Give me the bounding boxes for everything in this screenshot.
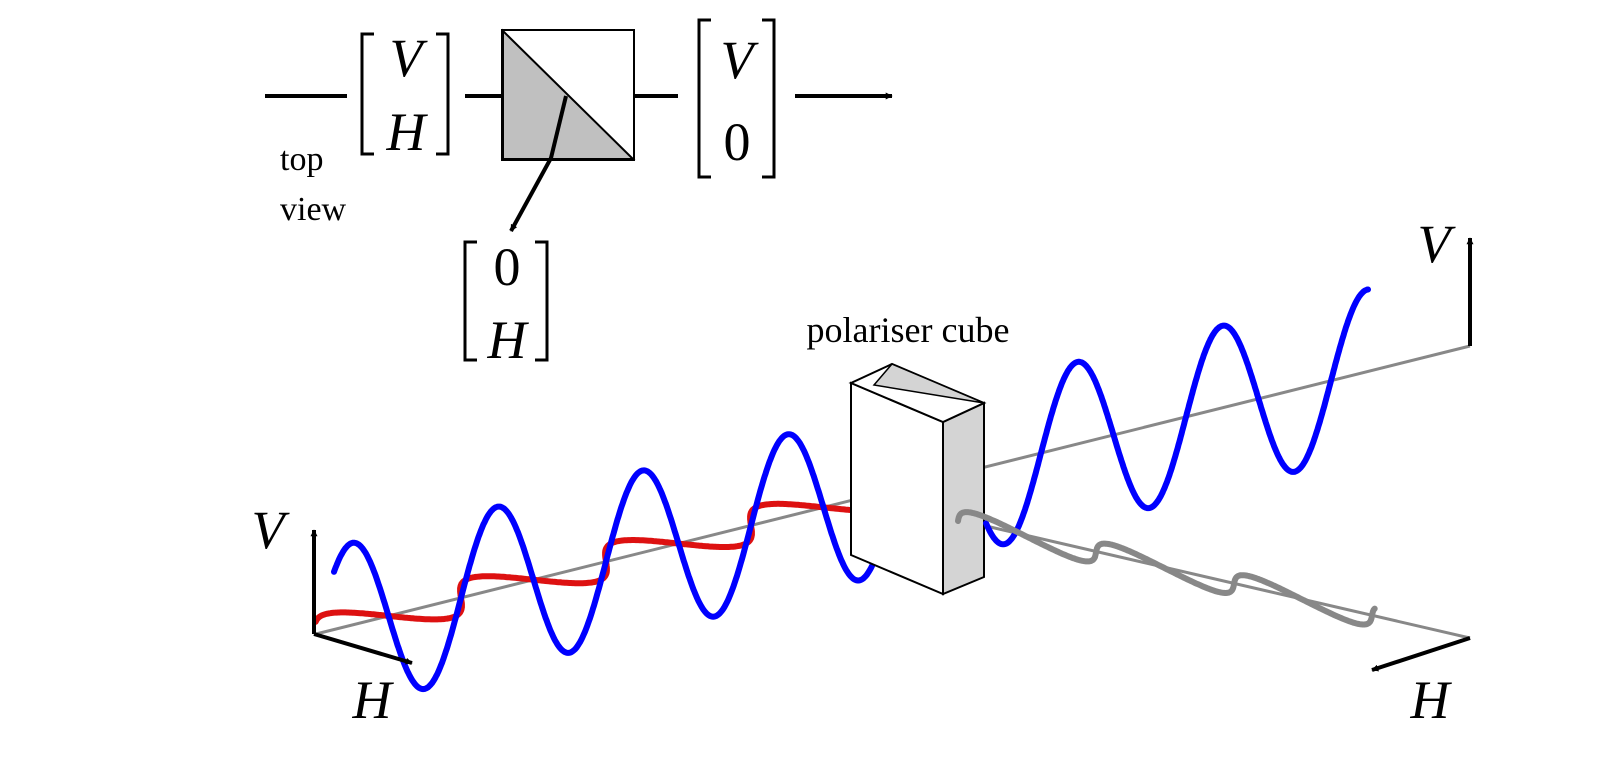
output-vector: V 0 xyxy=(697,18,776,179)
reflected-vector: 0 H xyxy=(463,237,549,370)
top-view-schematic: V H V 0 0 H top xyxy=(265,18,893,370)
input-vector-bottom: H xyxy=(386,102,429,162)
beam-splitter-topview xyxy=(501,28,636,161)
cube-side-face xyxy=(942,401,985,596)
polariser-cube-label: polariser cube xyxy=(807,310,1010,350)
left-axis-v-label: V xyxy=(252,500,291,560)
right-bracket xyxy=(535,240,549,362)
right-bracket xyxy=(436,32,450,156)
left-bracket xyxy=(697,18,711,179)
reflected-beam-axis xyxy=(959,518,1471,640)
splitter-shaded-half xyxy=(502,28,636,160)
output-vector-bottom: 0 xyxy=(724,112,751,172)
arrow-diagonal-icon xyxy=(1371,636,1471,672)
polariser-cube xyxy=(848,362,987,596)
reflected-beam-inside xyxy=(549,95,568,159)
right-axis-h-label: H xyxy=(1410,670,1453,730)
vertical-polarisation-wave-incoming xyxy=(331,431,909,693)
output-vector-top: V xyxy=(721,30,760,90)
perspective-view: polariser cube V H V H xyxy=(252,214,1474,730)
top-view-caption-line2: view xyxy=(280,191,347,228)
left-axis-h-label: H xyxy=(352,670,395,730)
input-vector-top: V xyxy=(390,28,429,88)
left-bracket xyxy=(463,240,477,362)
right-axis-v-label: V xyxy=(1418,214,1457,274)
reflected-horizontal-wave xyxy=(955,509,1378,628)
right-bracket xyxy=(762,18,776,179)
reflected-vector-bottom: H xyxy=(487,310,530,370)
arrow-diagonal-icon xyxy=(509,157,553,232)
cube-top-shaded xyxy=(872,363,985,404)
input-vector: V H xyxy=(360,28,450,162)
left-bracket xyxy=(360,32,374,156)
arrow-diagonal-icon xyxy=(313,632,413,665)
top-view-caption-line1: top xyxy=(280,141,323,178)
vertical-polarisation-wave-transmitted xyxy=(983,286,1371,548)
reflected-vector-top: 0 xyxy=(494,237,521,297)
